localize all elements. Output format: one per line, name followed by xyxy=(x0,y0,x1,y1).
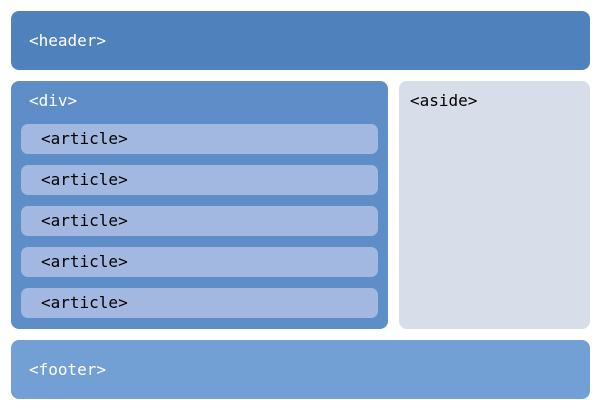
article-block-4: <article> xyxy=(21,247,378,277)
article-block-3: <article> xyxy=(21,206,378,236)
footer-label: <footer> xyxy=(29,360,107,379)
article-block-2: <article> xyxy=(21,165,378,195)
div-label: <div> xyxy=(29,91,78,110)
article-label-4: <article> xyxy=(41,252,128,271)
header-label: <header> xyxy=(29,31,107,50)
article-block-1: <article> xyxy=(21,124,378,154)
article-label-1: <article> xyxy=(41,129,128,148)
article-label-5: <article> xyxy=(41,293,128,312)
article-label-3: <article> xyxy=(41,211,128,230)
footer-block: <footer> xyxy=(11,340,590,399)
aside-block: <aside> xyxy=(399,81,590,329)
article-label-2: <article> xyxy=(41,170,128,189)
header-block: <header> xyxy=(11,11,590,70)
aside-label: <aside> xyxy=(410,91,478,110)
article-block-5: <article> xyxy=(21,288,378,318)
div-block: <div> <article> <article> <article> <art… xyxy=(11,81,388,329)
